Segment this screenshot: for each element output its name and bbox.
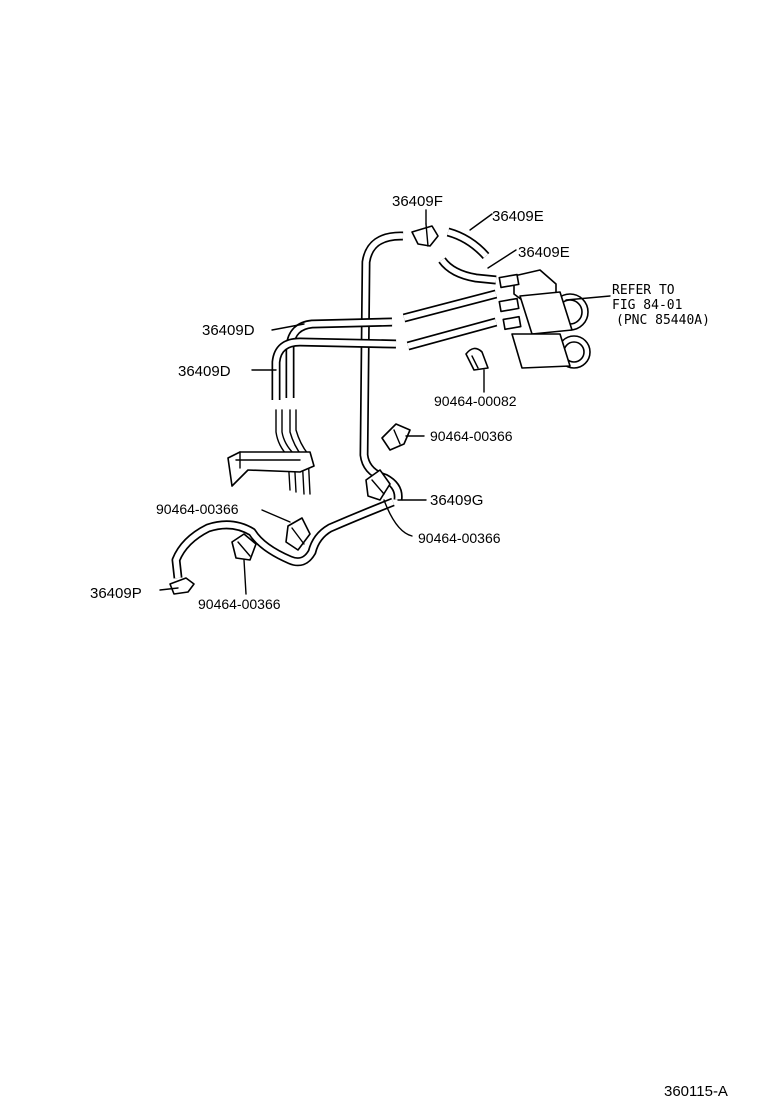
reference-note-line1: REFER TO xyxy=(612,283,675,298)
label-36409P: 36409P xyxy=(90,585,142,602)
label-36409E-mid: 36409E xyxy=(518,244,570,261)
label-90464-00366-right: 90464-00366 xyxy=(430,428,513,444)
label-36409F: 36409F xyxy=(392,193,443,210)
pipe-left xyxy=(275,409,291,491)
label-36409D-lower: 36409D xyxy=(178,363,231,380)
heater-valve xyxy=(498,269,591,369)
clamp-90464-00366-mid xyxy=(365,469,391,501)
clamp-90464-00366-bottom xyxy=(231,533,257,561)
connector-36409F xyxy=(411,223,439,247)
leader-lines xyxy=(159,209,611,595)
label-90464-00366-lowright: 90464-00366 xyxy=(418,530,501,546)
hose-36409D-upper xyxy=(285,317,393,398)
clamp-90464-00082 xyxy=(465,347,489,371)
clamp-90464-00366-left xyxy=(285,517,311,551)
connector-36409P xyxy=(169,577,195,595)
clamp-90464-00366-right xyxy=(381,423,411,451)
hose-assembly xyxy=(171,227,498,579)
label-90464-00366-bottom: 90464-00366 xyxy=(198,596,281,612)
mounting-bracket xyxy=(227,451,315,487)
hose-vertical-main xyxy=(359,231,404,501)
label-36409G: 36409G xyxy=(430,492,483,509)
label-90464-00366-left: 90464-00366 xyxy=(156,501,239,517)
reference-note-line2: FIG 84-01 xyxy=(612,298,682,313)
label-36409E-top: 36409E xyxy=(492,208,544,225)
label-36409D-upper: 36409D xyxy=(202,322,255,339)
label-90464-00082: 90464-00082 xyxy=(434,393,517,409)
reference-note-line3: (PNC 85440A) xyxy=(616,313,710,328)
figure-number: 360115-A xyxy=(664,1083,728,1100)
